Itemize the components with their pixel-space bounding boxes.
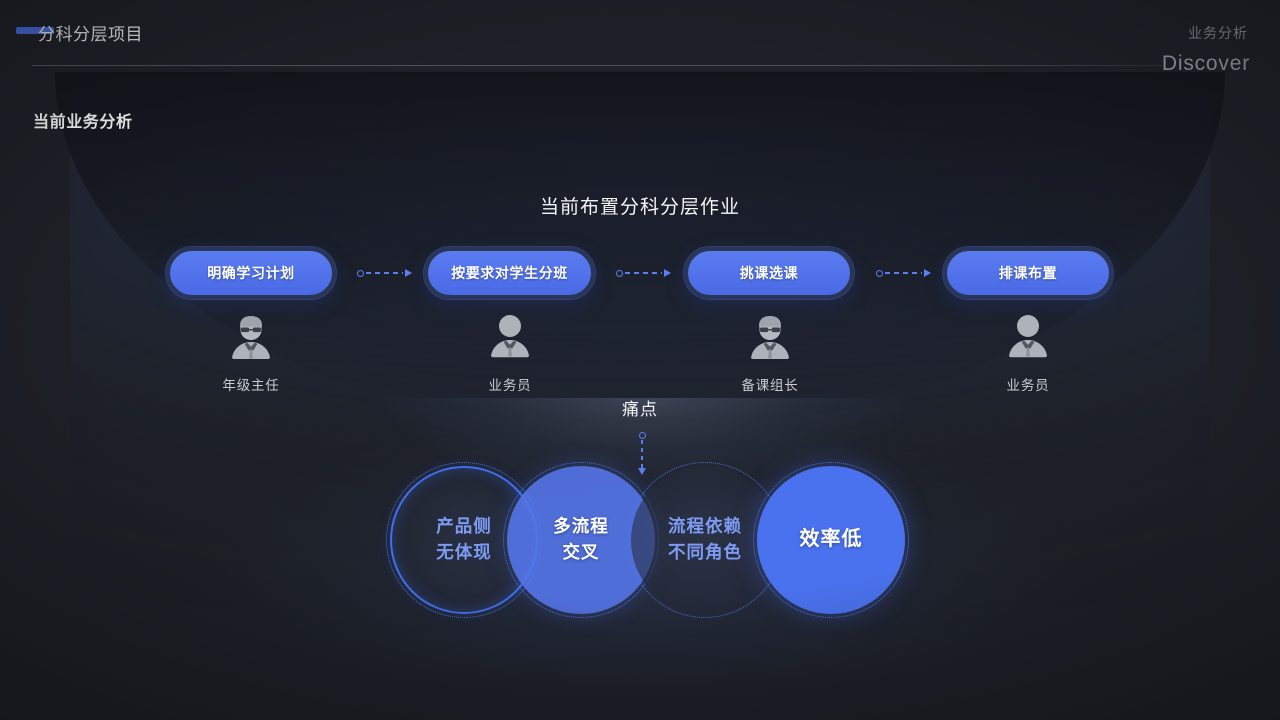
person-icon	[1009, 315, 1047, 358]
header-section-label: 业务分析	[1188, 25, 1248, 41]
pain-circle-4[interactable]: 效率低	[757, 466, 905, 614]
person-glasses-icon	[751, 316, 789, 359]
header-section-label-en: Discover	[1161, 52, 1250, 75]
flow-step-4-label: 排课布置	[998, 265, 1058, 281]
person-glasses-icon	[232, 316, 270, 359]
section-title: 当前业务分析	[33, 114, 133, 131]
flow-step-3[interactable]: 挑课选课	[684, 247, 854, 299]
person-icon	[491, 315, 529, 358]
flow-step-2-label: 按要求对学生分班	[451, 265, 568, 281]
role-2-label: 业务员	[488, 378, 532, 393]
dotted-arrow-right-icon	[616, 266, 671, 280]
role-3-label: 备课组长	[741, 378, 799, 393]
flow-title: 当前布置分科分层作业	[539, 197, 740, 218]
pain-circle-1-line2: 无体现	[436, 542, 492, 562]
flow-step-1-label: 明确学习计划	[207, 265, 295, 281]
pain-circle-3-line2: 不同角色	[668, 542, 742, 562]
pain-circle-2-line2: 交叉	[562, 542, 600, 562]
role-4-label: 业务员	[1006, 378, 1050, 393]
flow-step-4[interactable]: 排课布置	[943, 247, 1113, 299]
flow-step-1[interactable]: 明确学习计划	[166, 247, 336, 299]
role-1: 年级主任	[191, 312, 311, 394]
role-2: 业务员	[450, 312, 570, 394]
page-title: 分科分层项目	[38, 25, 143, 44]
flow-step-2[interactable]: 按要求对学生分班	[424, 247, 595, 299]
dotted-arrow-right-icon	[876, 266, 931, 280]
header-divider	[32, 65, 1162, 66]
role-1-label: 年级主任	[222, 378, 280, 393]
pain-circle-3-line1: 流程依赖	[668, 516, 742, 537]
role-3: 备课组长	[710, 312, 830, 394]
flow-step-3-label: 挑课选课	[739, 265, 799, 281]
pain-circle-4-line1: 效率低	[799, 528, 863, 551]
pain-point-label: 痛点	[622, 400, 658, 419]
role-4: 业务员	[968, 312, 1088, 394]
slide-header: 分科分层项目 业务分析 Discover	[0, 0, 1280, 75]
pain-point-circle-row: 产品侧 无体现 多流程 交叉 流程依赖 不同角色 效率低	[0, 462, 1280, 618]
pain-circle-1-line1: 产品侧	[436, 516, 492, 537]
dotted-arrow-right-icon	[357, 266, 412, 280]
pain-circle-2-line1: 多流程	[553, 516, 609, 537]
